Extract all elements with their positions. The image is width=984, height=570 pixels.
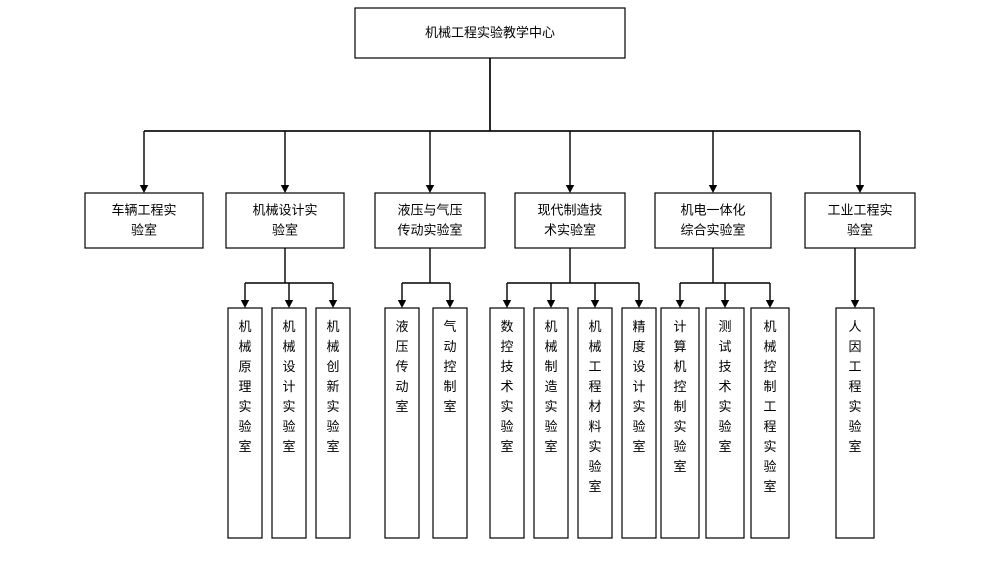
node-leaf-2[interactable]: 机械创新实验室 xyxy=(315,307,351,539)
node-box[interactable] xyxy=(225,192,345,249)
node-label: 机械控制工程实验室 xyxy=(763,320,776,495)
arrow-head-icon xyxy=(855,185,865,193)
node-box[interactable] xyxy=(750,307,790,539)
node-box[interactable] xyxy=(354,7,626,59)
node-box[interactable] xyxy=(514,192,626,249)
node-box[interactable] xyxy=(374,192,486,249)
arrow-head-icon xyxy=(280,185,290,193)
arrow-head-icon xyxy=(328,300,338,308)
arrow-head-icon xyxy=(445,300,455,308)
node-leaf-0[interactable]: 机械原理实验室 xyxy=(227,307,263,539)
node-label: 机械创新实验室 xyxy=(326,320,339,455)
node-label: 机械制造实验室 xyxy=(544,320,557,455)
node-box[interactable] xyxy=(84,192,204,249)
node-box[interactable] xyxy=(621,307,657,539)
arrow-head-icon xyxy=(708,185,718,193)
arrow-head-icon xyxy=(675,300,685,308)
node-label: 数控技术实验室 xyxy=(500,320,513,455)
node-leaf-1[interactable]: 机械设计实验室 xyxy=(271,307,307,539)
node-box[interactable] xyxy=(804,192,916,249)
node-box[interactable] xyxy=(533,307,569,539)
node-leaf-11[interactable]: 机械控制工程实验室 xyxy=(750,307,790,539)
node-label: 车辆工程实验室 xyxy=(111,202,176,238)
node-label: 液压传动室 xyxy=(395,320,408,415)
node-leaf-12[interactable]: 人因工程实验室 xyxy=(835,307,875,539)
node-level2-0[interactable]: 车辆工程实验室 xyxy=(84,192,204,249)
connectors-layer xyxy=(139,58,865,308)
node-level2-4[interactable]: 机电一体化综合实验室 xyxy=(654,192,772,249)
node-label: 机械设计实验室 xyxy=(252,203,317,238)
node-box[interactable] xyxy=(227,307,263,539)
arrow-head-icon xyxy=(720,300,730,308)
node-level2-3[interactable]: 现代制造技术实验室 xyxy=(514,192,626,249)
node-box[interactable] xyxy=(577,307,613,539)
node-level2-1[interactable]: 机械设计实验室 xyxy=(225,192,345,249)
node-level2-5[interactable]: 工业工程实验室 xyxy=(804,192,916,249)
node-leaf-4[interactable]: 气动控制室 xyxy=(432,307,468,539)
node-label: 现代制造技术实验室 xyxy=(537,203,602,238)
node-label: 机械工程材料实验室 xyxy=(588,320,601,495)
node-label: 液压与气压传动实验室 xyxy=(397,202,462,238)
node-box[interactable] xyxy=(315,307,351,539)
node-label: 工业工程实验室 xyxy=(827,203,892,238)
node-label: 测试技术实验室 xyxy=(718,320,731,455)
node-leaf-7[interactable]: 机械工程材料实验室 xyxy=(577,307,613,539)
node-leaf-8[interactable]: 精度设计实验室 xyxy=(621,307,657,539)
node-leaf-10[interactable]: 测试技术实验室 xyxy=(705,307,745,539)
arrow-head-icon xyxy=(590,300,600,308)
node-box[interactable] xyxy=(835,307,875,539)
arrow-head-icon xyxy=(502,300,512,308)
node-leaf-9[interactable]: 计算机控制实验室 xyxy=(660,307,700,539)
node-root[interactable]: 机械工程实验教学中心 xyxy=(354,7,626,59)
node-label: 气动控制室 xyxy=(443,319,456,415)
node-level2-2[interactable]: 液压与气压传动实验室 xyxy=(374,192,486,249)
node-label: 机械原理实验室 xyxy=(238,320,251,455)
arrow-head-icon xyxy=(240,300,250,308)
node-label: 机械工程实验教学中心 xyxy=(425,25,555,41)
node-label: 机械设计实验室 xyxy=(282,320,295,455)
arrow-head-icon xyxy=(565,185,575,193)
node-box[interactable] xyxy=(654,192,772,249)
node-box[interactable] xyxy=(660,307,700,539)
node-box[interactable] xyxy=(271,307,307,539)
node-leaf-6[interactable]: 机械制造实验室 xyxy=(533,307,569,539)
node-box[interactable] xyxy=(384,307,420,539)
arrow-head-icon xyxy=(765,300,775,308)
node-leaf-3[interactable]: 液压传动室 xyxy=(384,307,420,539)
arrow-head-icon xyxy=(546,300,556,308)
node-label: 机电一体化综合实验室 xyxy=(680,203,745,238)
arrow-head-icon xyxy=(397,300,407,308)
arrow-head-icon xyxy=(850,300,860,308)
nodes-layer: 机械工程实验教学中心车辆工程实验室机械设计实验室液压与气压传动实验室现代制造技术… xyxy=(84,7,916,539)
arrow-head-icon xyxy=(634,300,644,308)
node-label: 计算机控制实验室 xyxy=(673,320,686,475)
node-leaf-5[interactable]: 数控技术实验室 xyxy=(489,307,525,539)
arrow-head-icon xyxy=(425,185,435,193)
node-box[interactable] xyxy=(705,307,745,539)
node-label: 精度设计实验室 xyxy=(632,320,645,455)
node-box[interactable] xyxy=(432,307,468,539)
arrow-head-icon xyxy=(284,300,294,308)
node-box[interactable] xyxy=(489,307,525,539)
node-label: 人因工程实验室 xyxy=(848,320,861,455)
arrow-head-icon xyxy=(139,185,149,193)
